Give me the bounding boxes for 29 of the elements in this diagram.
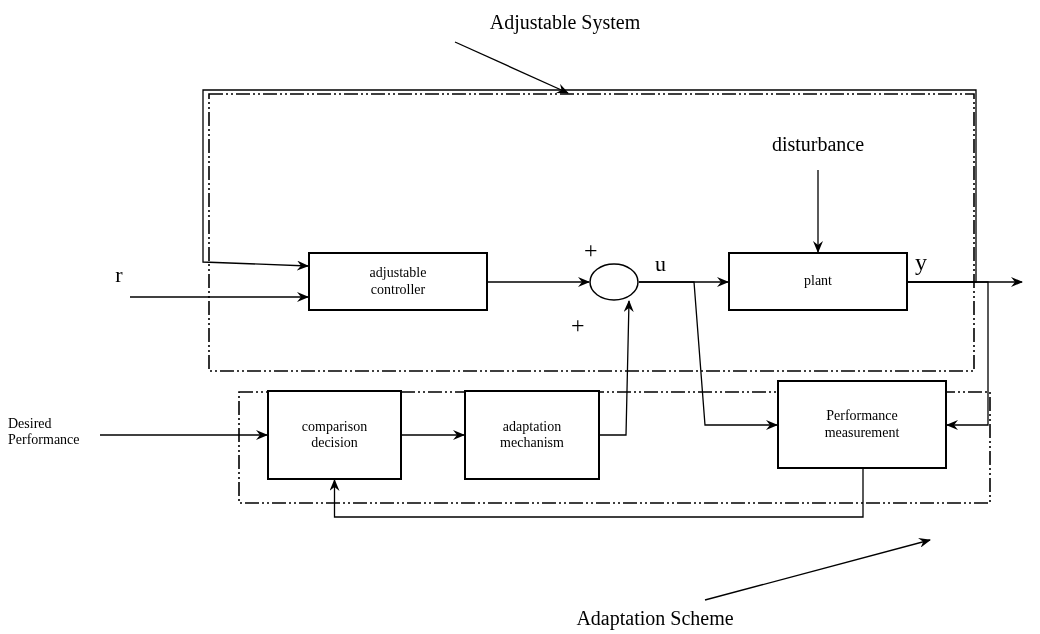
arrow [129,292,309,302]
process-box: Performance measurement [777,380,947,469]
arrow [704,538,931,601]
signal-label: u [655,253,666,275]
process-box: plant [728,252,908,311]
text-label: Adjustable System [470,8,660,36]
text-label: Adaptation Scheme [555,604,755,632]
arrow [401,430,465,440]
arrow [599,300,634,436]
text-label: disturbance [760,130,876,158]
arrow [454,41,569,94]
text-label: Desired Performance [8,412,88,452]
signal-label: + [584,238,598,262]
process-box: adjustable controller [308,252,488,311]
dash-dot-frame [208,93,975,372]
arrow [329,468,864,518]
arrow [487,277,590,287]
summing-junction-circle [589,263,639,301]
arrow [638,281,778,430]
arrow [99,430,268,440]
dash-dot-frame [238,391,991,504]
arrow [813,169,823,253]
text-label: r [108,262,130,288]
arrow [202,89,977,283]
arrow [907,281,989,430]
signal-label: + [571,313,585,337]
process-box: comparison decision [267,390,402,480]
signal-label: y [915,250,927,274]
process-box: adaptation mechanism [464,390,600,480]
